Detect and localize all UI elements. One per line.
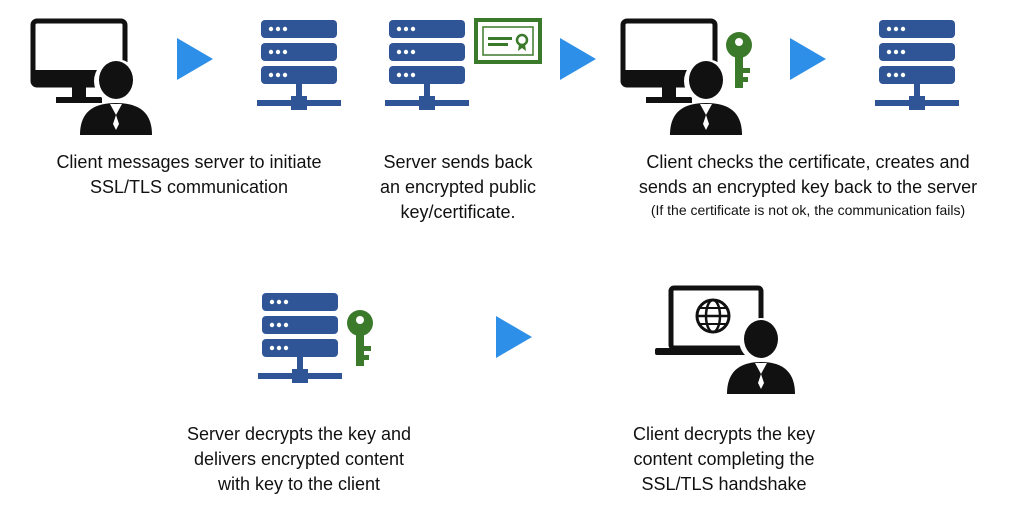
client-computer-icon <box>620 18 742 135</box>
step-5-caption: Client decrypts the key content completi… <box>632 424 816 494</box>
server-icon <box>385 20 469 110</box>
step-1-caption: Client messages server to initiate SSL/T… <box>56 152 322 197</box>
step-4-caption: Server decrypts the key and delivers enc… <box>186 424 412 494</box>
key-icon <box>726 32 752 88</box>
step-3-note: (If the certificate is not ok, the commu… <box>650 202 966 218</box>
server-icon <box>258 293 342 383</box>
client-computer-icon <box>30 18 152 135</box>
certificate-icon <box>474 18 542 64</box>
arrow-right-icon <box>560 38 596 80</box>
arrow-right-icon <box>790 38 826 80</box>
arrow-right-icon <box>496 316 532 358</box>
server-icon <box>257 20 341 110</box>
step-3-text: Client checks the certificate, creates a… <box>638 152 978 197</box>
arrow-right-icon <box>177 38 213 80</box>
step-2-caption: Server sends back an encrypted public ke… <box>379 152 537 222</box>
server-icon <box>875 20 959 110</box>
step-3-caption: Client checks the certificate, creates a… <box>600 150 1016 220</box>
key-icon <box>347 310 373 366</box>
client-laptop-globe-icon <box>655 285 795 394</box>
